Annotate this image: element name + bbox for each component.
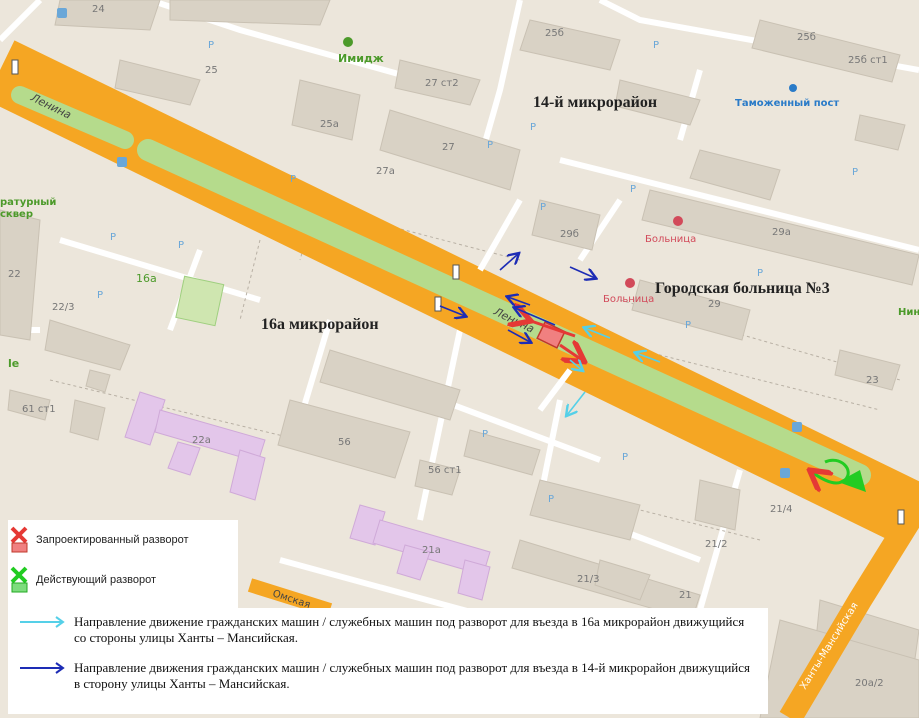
building-numbers: 24 25 25а 25б 25б 25б ст1 27 27 ст2 27а … — [8, 4, 888, 689]
lenina-avenue — [0, 40, 919, 548]
note-cyan-text: Направление движение гражданских машин /… — [74, 614, 745, 645]
nin-label: Нин — [898, 307, 919, 318]
customs-post-icon — [789, 84, 797, 92]
sports-field — [175, 275, 225, 327]
svg-text:P: P — [178, 240, 184, 251]
bus-stop-icon — [57, 8, 802, 478]
note-navy-text: Направление движения гражданских машин /… — [74, 660, 750, 691]
svg-text:P: P — [622, 452, 628, 463]
park-label-1: ратурный — [0, 197, 56, 208]
svg-text:24: 24 — [92, 4, 105, 15]
park-label-3: le — [8, 357, 19, 370]
svg-text:21: 21 — [679, 590, 692, 601]
svg-text:P: P — [530, 122, 536, 133]
svg-text:P: P — [685, 320, 691, 331]
legend-planned-label: Запроектированный разворот — [36, 534, 189, 546]
svg-text:56 ст1: 56 ст1 — [428, 465, 462, 476]
navy-arrow-icon — [20, 662, 65, 674]
imidzh-label: Имидж — [338, 52, 384, 65]
svg-text:P: P — [97, 290, 103, 301]
cyan-direction-arrows — [567, 328, 661, 415]
district-16a-label: 16а микрорайон — [261, 316, 379, 333]
svg-text:P: P — [653, 40, 659, 51]
legend-existing-label: Действующий разворот — [36, 574, 157, 586]
svg-text:29: 29 — [708, 299, 721, 310]
customs-post-label: Таможенный пост — [735, 98, 839, 109]
building-16a-label: 16а — [136, 272, 157, 285]
direction-notes: Направление движение гражданских машин /… — [8, 608, 768, 714]
svg-text:25: 25 — [205, 65, 218, 76]
svg-text:61 ст1: 61 ст1 — [22, 404, 56, 415]
svg-text:27а: 27а — [376, 166, 395, 177]
district-14-label: 14-й микрорайон — [533, 94, 657, 111]
svg-text:25б: 25б — [545, 28, 564, 39]
legend-planned-row: Запроектированный разворот — [8, 526, 189, 554]
green-cross-icon — [10, 566, 28, 593]
khanty-mansiyskaya-street — [779, 498, 919, 718]
legend-existing-row: Действующий разворот — [8, 566, 156, 594]
svg-text:P: P — [482, 429, 488, 440]
svg-text:P: P — [110, 232, 116, 243]
hospital-icon — [625, 278, 635, 288]
svg-text:P: P — [757, 268, 763, 279]
hospital-label-2: Больница — [603, 294, 654, 305]
note-navy: Направление движения гражданских машин /… — [18, 660, 758, 692]
svg-text:22/3: 22/3 — [52, 302, 74, 313]
svg-text:P: P — [208, 40, 214, 51]
svg-text:21/3: 21/3 — [577, 574, 599, 585]
svg-text:21/2: 21/2 — [705, 539, 727, 550]
purple-buildings — [124, 391, 491, 601]
svg-text:P: P — [852, 167, 858, 178]
svg-text:56: 56 — [338, 437, 351, 448]
omskaya-street — [247, 578, 333, 617]
svg-text:P: P — [487, 140, 493, 151]
existing-uturn-marker — [812, 458, 866, 492]
svg-text:22: 22 — [8, 269, 21, 280]
svg-text:27: 27 — [442, 142, 455, 153]
svg-text:P: P — [548, 494, 554, 505]
svg-text:P: P — [630, 184, 636, 195]
svg-text:25б: 25б — [797, 32, 816, 43]
svg-text:23: 23 — [866, 375, 879, 386]
svg-text:21а: 21а — [422, 545, 441, 556]
parking-icon: P P P P P P P P P P P P P P P P — [97, 40, 858, 505]
svg-text:25б ст1: 25б ст1 — [848, 55, 888, 66]
note-cyan: Направление движение гражданских машин /… — [18, 614, 758, 646]
cyan-arrow-icon — [20, 616, 65, 628]
svg-text:25а: 25а — [320, 119, 339, 130]
hospital-3-label: Городская больница №3 — [655, 280, 830, 297]
park-label-2: сквер — [0, 209, 33, 220]
traffic-light-icon — [11, 59, 905, 525]
svg-text:22а: 22а — [192, 435, 211, 446]
navy-direction-arrows — [439, 254, 595, 342]
hospital-icon — [673, 216, 683, 226]
svg-text:P: P — [290, 174, 296, 185]
planned-uturn-marker — [528, 320, 582, 360]
svg-text:P: P — [540, 202, 546, 213]
svg-text:20а/2: 20а/2 — [855, 678, 884, 689]
legend: Запроектированный разворот Действующий р… — [8, 520, 238, 612]
svg-text:29б: 29б — [560, 229, 579, 240]
side-road-north — [477, 198, 523, 272]
red-cross-icon — [10, 526, 28, 553]
svg-text:27 ст2: 27 ст2 — [425, 78, 459, 89]
svg-text:29а: 29а — [772, 227, 791, 238]
svg-text:21/4: 21/4 — [770, 504, 792, 515]
side-road-south — [537, 368, 573, 412]
poi-icon — [343, 37, 353, 47]
hospital-label-1: Больница — [645, 234, 696, 245]
